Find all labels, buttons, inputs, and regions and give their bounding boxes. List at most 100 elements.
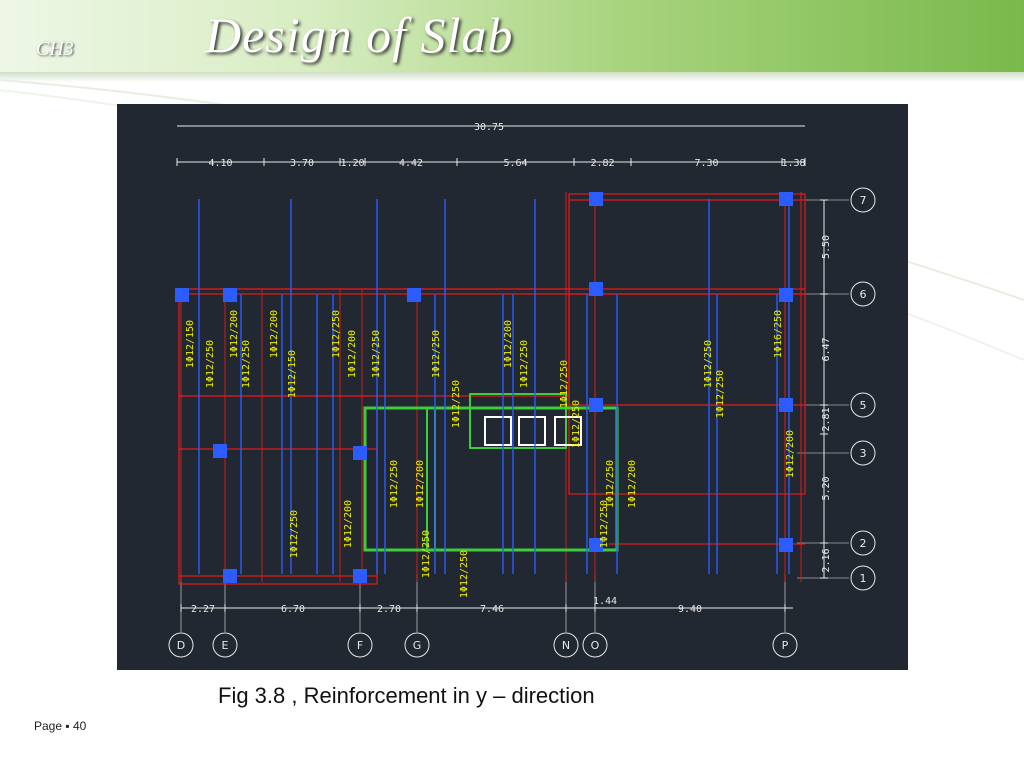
- rebar-label: 1Φ12/250: [715, 370, 726, 418]
- bottom-dimension-text: 1.44: [593, 596, 617, 607]
- right-dimension-text: 2.16: [821, 548, 832, 572]
- column-grid-label: E: [222, 639, 229, 652]
- rebar-label: 1Φ12/200: [503, 320, 514, 368]
- right-dimension-text: 2.81: [821, 407, 832, 431]
- top-dimension-text: 7.30: [694, 158, 718, 169]
- rebar-label: 1Φ12/250: [459, 550, 470, 598]
- rebar-label: 1Φ12/250: [331, 310, 342, 358]
- right-dimension-text: 6.47: [821, 337, 832, 361]
- rebar-label: 1Φ12/250: [389, 460, 400, 508]
- top-dimension-text: 2.82: [590, 158, 614, 169]
- column-grid-label: P: [782, 639, 789, 652]
- lift-shaft: [469, 393, 567, 449]
- row-grid-label: 1: [860, 572, 867, 585]
- row-grid-label: 2: [860, 537, 867, 550]
- column-marker: [589, 398, 603, 412]
- rebar-label: 1Φ16/250: [773, 310, 784, 358]
- rebar-label: 1Φ12/200: [785, 430, 796, 478]
- column-grid-bubble: [772, 632, 798, 658]
- column-grid-bubble: [582, 632, 608, 658]
- column-marker: [223, 288, 237, 302]
- rebar-label: 1Φ12/200: [343, 500, 354, 548]
- rebar-label: 1Φ12/250: [205, 340, 216, 388]
- overall-dimension-text: 30.75: [474, 122, 504, 133]
- rebar-label: 1Φ12/250: [605, 460, 616, 508]
- column-grid-label: O: [591, 639, 600, 652]
- rebar-label: 1Φ12/200: [415, 460, 426, 508]
- reinforcement-plan-svg: 30.75 4.10 3.70 1.20 4.42 5.64 2.82 7.30 1.38D E F…: [168, 122, 876, 658]
- column-marker: [589, 538, 603, 552]
- right-dimension-text: 5.20: [821, 476, 832, 500]
- row-grid-bubble: [850, 281, 876, 307]
- row-grid-bubble: [850, 565, 876, 591]
- rebar-label: 1Φ12/250: [421, 530, 432, 578]
- rebar-label: 1Φ12/250: [371, 330, 382, 378]
- column-grid-bubble: [212, 632, 238, 658]
- row-grid-bubble: [850, 440, 876, 466]
- rebar-label: 1Φ12/250: [289, 510, 300, 558]
- row-grid-label: 5: [860, 399, 867, 412]
- lift-car: [484, 416, 512, 446]
- column-grid-bubble: [168, 632, 194, 658]
- column-marker: [779, 538, 793, 552]
- rebar-label: 1Φ12/200: [627, 460, 638, 508]
- bottom-dimension-text: 7.46: [480, 604, 504, 615]
- row-grid-label: 7: [860, 194, 867, 207]
- slide-title: Design of Slab: [205, 7, 514, 63]
- bottom-dimension-text: 6.70: [281, 604, 305, 615]
- right-dimension-text: 5.50: [821, 235, 832, 259]
- column-marker: [223, 569, 237, 583]
- top-dimension-text: 1.38: [781, 158, 805, 169]
- row-grid-label: 6: [860, 288, 867, 301]
- row-grid-bubble: [850, 187, 876, 213]
- rebar-label: 1Φ12/150: [185, 320, 196, 368]
- rebar-label: 1Φ12/200: [229, 310, 240, 358]
- bottom-dimension-text: 2.27: [191, 604, 215, 615]
- top-dimension-text: 5.64: [503, 158, 527, 169]
- column-marker: [779, 288, 793, 302]
- column-marker: [779, 192, 793, 206]
- rebar-label: 1Φ12/150: [287, 350, 298, 398]
- rebar-label: 1Φ12/250: [451, 380, 462, 428]
- column-grid-bubble: [347, 632, 373, 658]
- column-marker: [353, 446, 367, 460]
- column-marker: [353, 569, 367, 583]
- rebar-label: 1Φ12/200: [269, 310, 280, 358]
- bottom-dimension-text: 9.40: [678, 604, 702, 615]
- column-marker: [589, 282, 603, 296]
- column-grid-label: N: [562, 639, 570, 652]
- rebar-label: 1Φ12/250: [241, 340, 252, 388]
- row-grid-bubble: [850, 530, 876, 556]
- column-grid-bubble: [553, 632, 579, 658]
- bottom-dimension-text: 2.70: [377, 604, 401, 615]
- top-dimension-text: 4.42: [399, 158, 423, 169]
- title-bar: [0, 0, 1024, 72]
- rebar-label: 1Φ12/250: [599, 500, 610, 548]
- slab-outline: [568, 193, 806, 495]
- row-grid-bubble: [850, 392, 876, 418]
- figure-caption: Fig 3.8 , Reinforcement in y – direction: [218, 683, 595, 708]
- row-grid-label: 3: [860, 447, 867, 460]
- top-dimension-text: 4.10: [208, 158, 232, 169]
- rebar-label: 1Φ12/250: [519, 340, 530, 388]
- column-marker: [589, 192, 603, 206]
- slab-outline: [178, 395, 378, 585]
- rebar-label: 1Φ12/250: [559, 360, 570, 408]
- core-wall: [426, 407, 436, 551]
- lift-car: [554, 416, 582, 446]
- rebar-label: 1Φ12/200: [347, 330, 358, 378]
- column-grid-label: F: [357, 639, 363, 652]
- chapter-label: CH3: [36, 38, 74, 60]
- column-marker: [213, 444, 227, 458]
- rebar-label: 1Φ12/250: [431, 330, 442, 378]
- column-grid-label: G: [413, 639, 422, 652]
- column-grid-bubble: [404, 632, 430, 658]
- title-bar-shadow: [0, 72, 1024, 82]
- rebar-label: 1Φ12/250: [703, 340, 714, 388]
- column-marker: [175, 288, 189, 302]
- top-dimension-text: 3.70: [290, 158, 314, 169]
- column-grid-label: D: [177, 639, 185, 652]
- top-dimension-text: 1.20: [340, 158, 364, 169]
- rebar-label: 1Φ12/250: [571, 400, 582, 448]
